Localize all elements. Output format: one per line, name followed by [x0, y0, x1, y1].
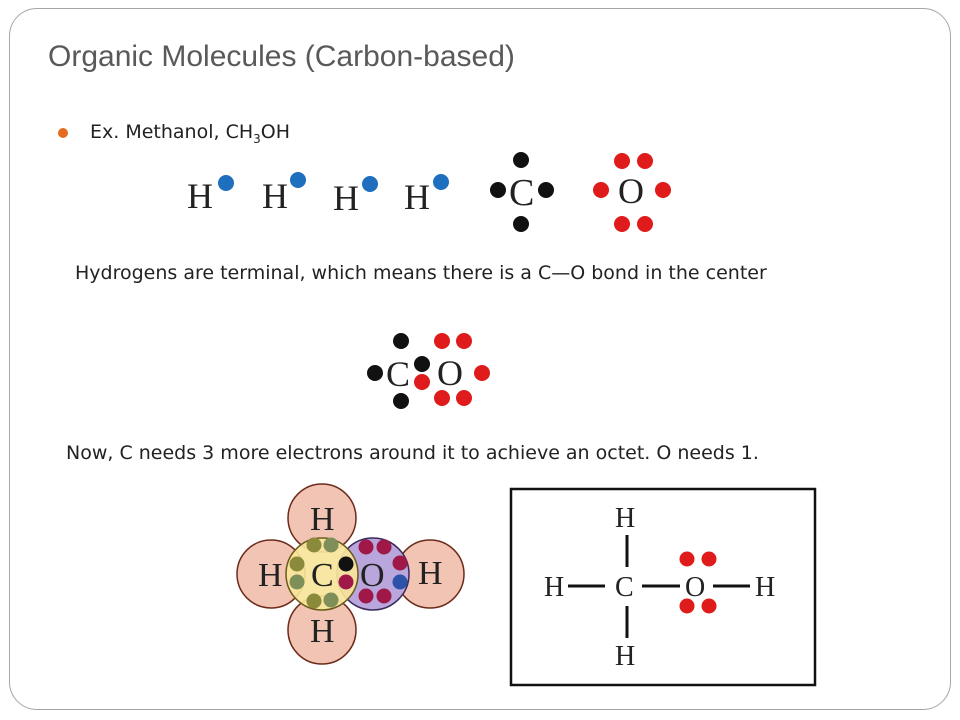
- lone-pair-electron: [701, 551, 717, 567]
- oxygen-electron: [376, 588, 392, 604]
- shared-electron: [306, 537, 322, 553]
- oxygen-label: O: [360, 557, 385, 594]
- orbital-overlap-diagram: H H H H C O: [236, 483, 465, 665]
- carbon-label: C: [311, 557, 334, 594]
- carbon-electron: [393, 333, 409, 349]
- oxygen-electron: [456, 333, 472, 349]
- oxygen-electron: [456, 390, 472, 406]
- lone-pair-electron: [679, 598, 695, 614]
- carbon-electron-left: [490, 182, 506, 198]
- oxygen-atom: O: [618, 171, 644, 211]
- oxygen: O: [685, 572, 705, 603]
- carbon-electron-right: [538, 182, 554, 198]
- oxygen-electron: [434, 333, 450, 349]
- bullet-marker: [58, 128, 68, 138]
- carbon-atom: C: [509, 172, 534, 214]
- carbon-shell: [285, 537, 359, 611]
- hydrogen-electron-2: [290, 172, 306, 188]
- shared-electron: [392, 555, 408, 571]
- left-hydrogen: H: [544, 572, 564, 603]
- hydrogen-atom-1: H: [187, 176, 213, 216]
- structural-formula-frame: [509, 487, 817, 687]
- oxygen-electron: [614, 153, 630, 169]
- central-carbon: C: [615, 572, 634, 603]
- oxygen-electron: [637, 153, 653, 169]
- shared-electron: [323, 537, 339, 553]
- shared-oxygen-electron: [414, 374, 430, 390]
- slide-title: Organic Molecules (Carbon-based): [48, 40, 515, 73]
- example-bullet: Ex. Methanol, CH3OH: [90, 121, 290, 146]
- carbon-electron: [393, 393, 409, 409]
- oxygen-electron: [434, 390, 450, 406]
- carbon-oxygen-bond: C O: [367, 333, 490, 409]
- oxygen-electron: [474, 365, 490, 381]
- bullet-text: Ex. Methanol, CH: [90, 121, 254, 143]
- separate-atoms: H H H H C O: [187, 152, 671, 232]
- hydrogen-atom-4: H: [404, 177, 430, 217]
- hydrogen-electron-3: [362, 176, 378, 192]
- top-hydrogen: H: [615, 503, 635, 534]
- hydrogen-atom-3: H: [333, 178, 359, 218]
- bullet-suffix: OH: [260, 121, 291, 143]
- oxygen-electron: [376, 539, 392, 555]
- bullet-subscript: 3: [253, 131, 261, 146]
- oxygen-electron: [637, 216, 653, 232]
- shared-electron: [338, 556, 354, 572]
- lone-pair-electron: [701, 598, 717, 614]
- shared-electron: [306, 593, 322, 609]
- shared-electron: [323, 592, 339, 608]
- oxygen-electron: [358, 588, 374, 604]
- shared-carbon-electron: [414, 356, 430, 372]
- carbon-electron-top: [513, 152, 529, 168]
- hydrogen-atom-2: H: [262, 176, 288, 216]
- oxygen-electron: [593, 182, 609, 198]
- bonded-carbon-atom: C: [386, 354, 410, 394]
- oxygen-electron: [614, 216, 630, 232]
- hydrogen-electron-4: [433, 174, 449, 190]
- bottom-hydrogen: H: [615, 641, 635, 672]
- right-hydrogen-label: H: [418, 555, 443, 592]
- shared-electron: [338, 574, 354, 590]
- bonded-oxygen-atom: O: [437, 353, 463, 393]
- hydrogen-electron-1: [218, 175, 234, 191]
- shared-electron: [392, 574, 408, 590]
- oxygen-electron: [358, 539, 374, 555]
- shared-electron: [289, 574, 305, 590]
- top-hydrogen-label: H: [310, 501, 335, 538]
- oxygen-electron: [655, 182, 671, 198]
- shared-electron: [289, 556, 305, 572]
- carbon-electron: [367, 365, 383, 381]
- octet-note: Now, C needs 3 more electrons around it …: [66, 442, 759, 464]
- carbon-electron-bottom: [513, 216, 529, 232]
- left-hydrogen-label: H: [258, 557, 283, 594]
- hydroxyl-hydrogen: H: [755, 572, 775, 603]
- bottom-hydrogen-label: H: [310, 613, 335, 650]
- lone-pair-electron: [679, 551, 695, 567]
- structural-formula: H H C O H H: [509, 487, 817, 687]
- terminal-hydrogens-note: Hydrogens are terminal, which means ther…: [75, 262, 767, 284]
